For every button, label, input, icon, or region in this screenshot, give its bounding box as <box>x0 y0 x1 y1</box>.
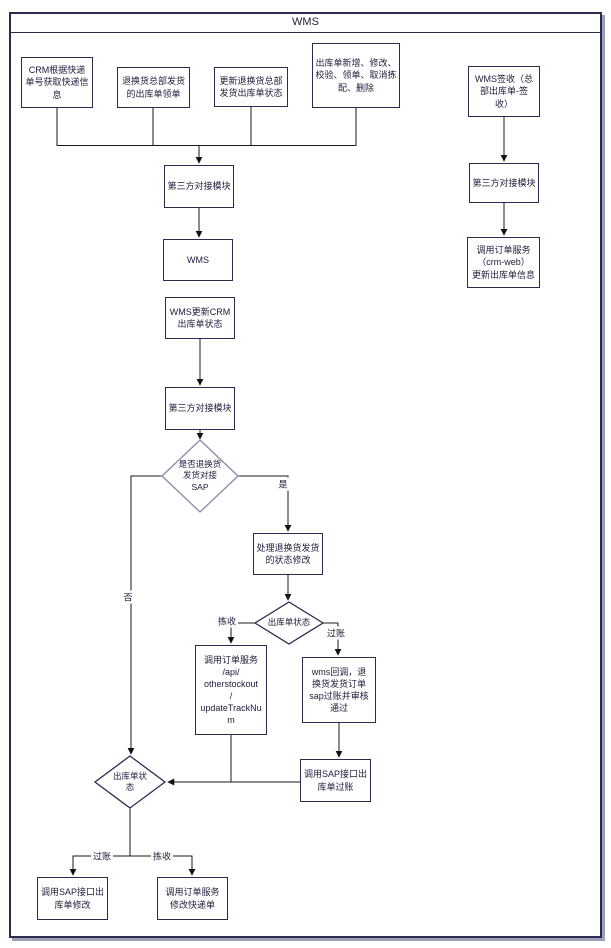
node-stockout-operations: 出库单新增、修改、 校验、领单、取消拣 配、删除 <box>312 43 400 108</box>
node-return-hq-pick: 退换货总部发货 的出库单领单 <box>117 67 190 108</box>
node-third-party-module-3: 第三方对接模块 <box>469 163 539 203</box>
diagram-title-bar: WMS <box>9 12 602 33</box>
node-wms: WMS <box>163 239 233 281</box>
edge-label-yes: 是 <box>276 477 290 491</box>
node-wms-update-crm: WMS更新CRM 出库单状态 <box>165 297 235 339</box>
node-wms-callback: wms回调，退 换货发货订单 sap过账并审核 通过 <box>302 657 376 723</box>
node-call-order-api: 调用订单服务 /api/ otherstockout / updateTrack… <box>195 645 267 735</box>
node-call-sap-modify: 调用SAP接口出 库单修改 <box>37 877 108 920</box>
diagram-title: WMS <box>292 16 319 28</box>
edge-label-post-1: 过账 <box>324 626 348 640</box>
node-wms-sign: WMS签收（总 部出库单-签 收） <box>468 66 540 117</box>
edge-label-no: 否 <box>121 590 135 604</box>
node-handle-return-modify: 处理退换货发货 的状态修改 <box>253 533 323 575</box>
edge-label-post-2: 过账 <box>90 849 114 863</box>
node-call-order-modify-express: 调用订单服务 修改快递单 <box>157 877 228 920</box>
node-crm-fetch-express: CRM根据快递 单号获取快递信 息 <box>21 57 93 108</box>
node-third-party-module-2: 第三方对接模块 <box>165 387 235 430</box>
node-call-sap-post: 调用SAP接口出 库单过账 <box>300 759 371 802</box>
edge-label-pick-1: 拣收 <box>215 614 239 628</box>
node-update-return-status: 更新退换货总部 发货出库单状态 <box>214 67 288 107</box>
node-third-party-module-1: 第三方对接模块 <box>164 165 234 208</box>
node-call-order-crmweb: 调用订单服务 （crm-web） 更新出库单信息 <box>467 237 540 288</box>
edge-label-pick-2: 拣收 <box>150 849 174 863</box>
